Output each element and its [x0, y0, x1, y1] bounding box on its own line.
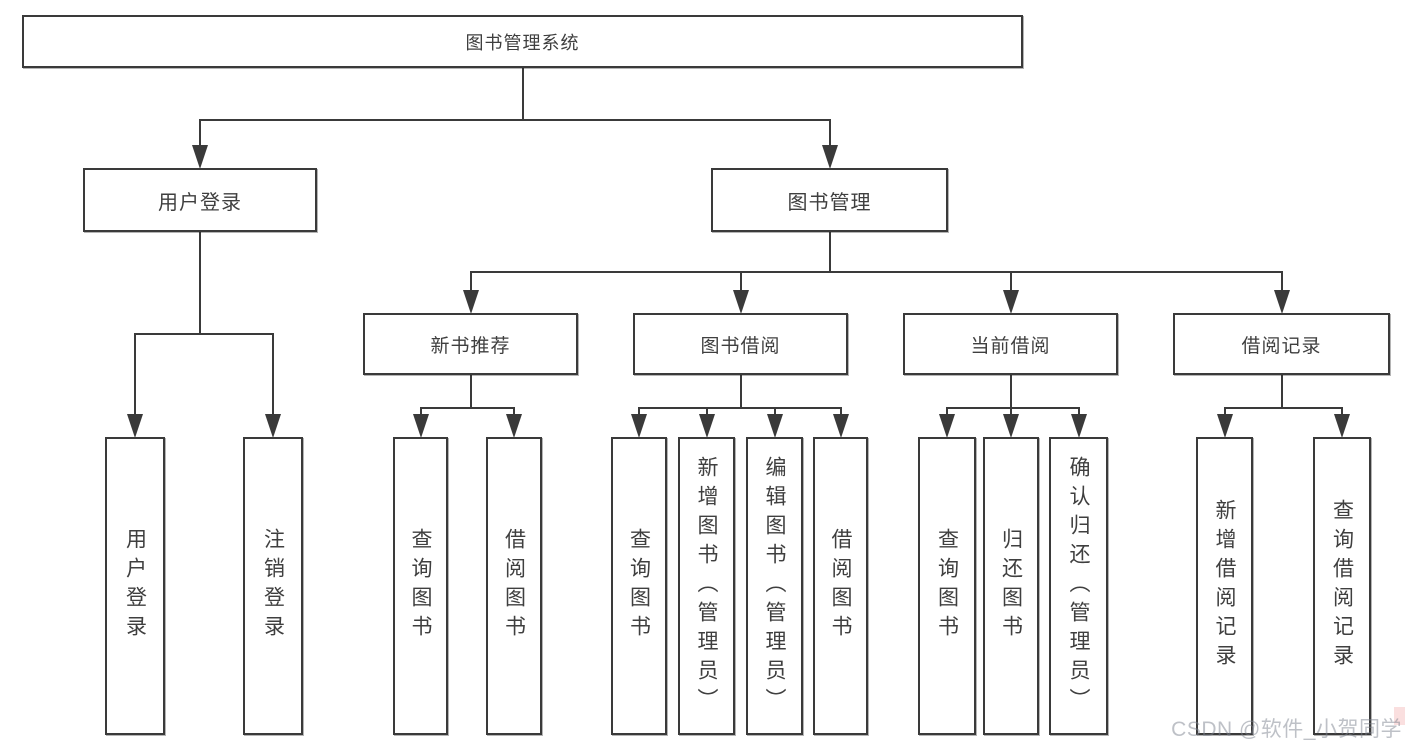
node-book-mgmt: 图书管理 — [711, 168, 948, 232]
node-label: 编辑图书（管理员） — [763, 455, 786, 717]
node-label: 借阅图书 — [829, 528, 852, 644]
node-label: 当前借阅 — [970, 335, 1051, 357]
connector-drop-user-login — [199, 120, 201, 150]
connector-drop-new-book-rec — [469, 272, 472, 295]
connector-bus-new-book-rec — [419, 407, 515, 409]
connector-bus-current-borrow — [946, 407, 1080, 409]
node-leaf-user-login: 用户登录 — [105, 437, 165, 735]
node-label: 用户登录 — [158, 191, 242, 214]
node-leaf-add-borrow-record: 新增借阅记录 — [1196, 437, 1253, 735]
connector-drop-leaf-query-book-1 — [419, 408, 422, 419]
node-book-borrow: 图书借阅 — [633, 313, 848, 375]
arrowhead-down-icon — [1003, 414, 1019, 438]
connector-stub-book-mgmt — [828, 232, 831, 273]
node-label: 新增图书（管理员） — [695, 455, 718, 717]
node-leaf-query-borrow-record: 查询借阅记录 — [1313, 437, 1371, 735]
node-label: 确认归还（管理员） — [1067, 455, 1090, 717]
arrowhead-down-icon — [506, 414, 522, 438]
connector-drop-leaf-logout — [272, 334, 274, 419]
node-label: 图书管理 — [787, 191, 872, 214]
connector-stub-current-borrow — [1009, 375, 1012, 409]
connector-stub-book-borrow — [739, 375, 742, 409]
node-label: 新增借阅记录 — [1213, 499, 1236, 673]
node-label: 用户登录 — [123, 528, 147, 644]
node-borrow-records: 借阅记录 — [1173, 313, 1390, 375]
node-leaf-borrow-book-1: 借阅图书 — [486, 437, 542, 735]
connector-bus-borrow-records — [1223, 407, 1343, 409]
connector-drop-leaf-add-book — [705, 408, 708, 419]
node-leaf-add-book: 新增图书（管理员） — [678, 437, 735, 735]
node-leaf-query-book-1: 查询图书 — [393, 437, 448, 735]
node-current-borrow: 当前借阅 — [903, 313, 1118, 375]
arrowhead-down-icon — [1273, 290, 1290, 314]
connector-drop-leaf-confirm-return — [1077, 408, 1080, 419]
node-leaf-edit-book: 编辑图书（管理员） — [746, 437, 803, 735]
connector-bus-book-mgmt — [469, 271, 1283, 273]
connector-drop-leaf-add-borrow-record — [1223, 408, 1226, 419]
arrowhead-down-icon — [462, 290, 479, 314]
node-label: 图书管理系统 — [465, 32, 580, 53]
node-user-login: 用户登录 — [83, 168, 317, 232]
node-new-book-rec: 新书推荐 — [363, 313, 578, 375]
node-label: 归还图书 — [999, 528, 1023, 644]
arrowhead-down-icon — [832, 414, 849, 438]
node-label: 借阅图书 — [502, 528, 526, 644]
arrowhead-down-icon — [766, 414, 783, 438]
connector-drop-current-borrow — [1009, 272, 1012, 295]
watermark: CSDN @软件_小贺同学 — [1171, 718, 1402, 741]
connector-drop-book-borrow — [739, 272, 742, 295]
connector-drop-leaf-edit-book — [773, 408, 776, 419]
node-label: 查询图书 — [935, 528, 959, 644]
connector-stub-borrow-records — [1280, 375, 1283, 409]
arrowhead-down-icon — [412, 414, 429, 438]
node-leaf-borrow-book-2: 借阅图书 — [813, 437, 868, 735]
node-label: 注销登录 — [261, 528, 285, 644]
connector-drop-book-mgmt — [828, 120, 831, 150]
node-label: 新书推荐 — [430, 335, 511, 357]
connector-drop-leaf-borrow-book-2 — [839, 408, 842, 419]
connector-drop-borrow-records — [1280, 272, 1283, 295]
node-leaf-logout: 注销登录 — [243, 437, 303, 735]
connector-drop-leaf-query-borrow-record — [1341, 408, 1343, 419]
node-leaf-return-book: 归还图书 — [983, 437, 1039, 735]
node-label: 图书借阅 — [700, 335, 781, 357]
connector-stub-root — [521, 68, 524, 121]
arrowhead-down-icon — [939, 414, 955, 438]
arrowhead-down-icon — [631, 414, 647, 438]
connector-drop-leaf-borrow-book-1 — [513, 408, 515, 419]
connector-drop-leaf-user-login — [134, 334, 136, 419]
watermark-tint — [1394, 707, 1405, 725]
node-leaf-query-book-2: 查询图书 — [611, 437, 667, 735]
node-label: 借阅记录 — [1241, 335, 1322, 357]
node-label: 查询图书 — [409, 528, 432, 644]
connector-drop-leaf-query-book-3 — [946, 408, 948, 419]
connector-stub-user-login — [199, 232, 201, 335]
node-label: 查询借阅记录 — [1330, 499, 1354, 673]
arrowhead-down-icon — [1070, 414, 1087, 438]
node-root: 图书管理系统 — [22, 15, 1023, 68]
connector-bus-root — [199, 119, 831, 121]
node-label: 查询图书 — [627, 528, 651, 644]
connector-drop-leaf-return-book — [1010, 408, 1012, 419]
arrowhead-down-icon — [821, 145, 838, 169]
arrowhead-down-icon — [698, 414, 715, 438]
arrowhead-down-icon — [265, 414, 281, 438]
connector-bus-user-login — [134, 333, 274, 335]
connector-drop-leaf-query-book-2 — [638, 408, 640, 419]
arrowhead-down-icon — [732, 290, 749, 314]
arrowhead-down-icon — [127, 414, 143, 438]
node-leaf-confirm-return: 确认归还（管理员） — [1049, 437, 1108, 735]
connector-stub-new-book-rec — [469, 375, 472, 409]
arrowhead-down-icon — [1334, 414, 1350, 438]
arrowhead-down-icon — [1002, 290, 1019, 314]
node-leaf-query-book-3: 查询图书 — [918, 437, 976, 735]
arrowhead-down-icon — [192, 145, 208, 169]
arrowhead-down-icon — [1216, 414, 1233, 438]
connector-bus-book-borrow — [638, 407, 842, 409]
